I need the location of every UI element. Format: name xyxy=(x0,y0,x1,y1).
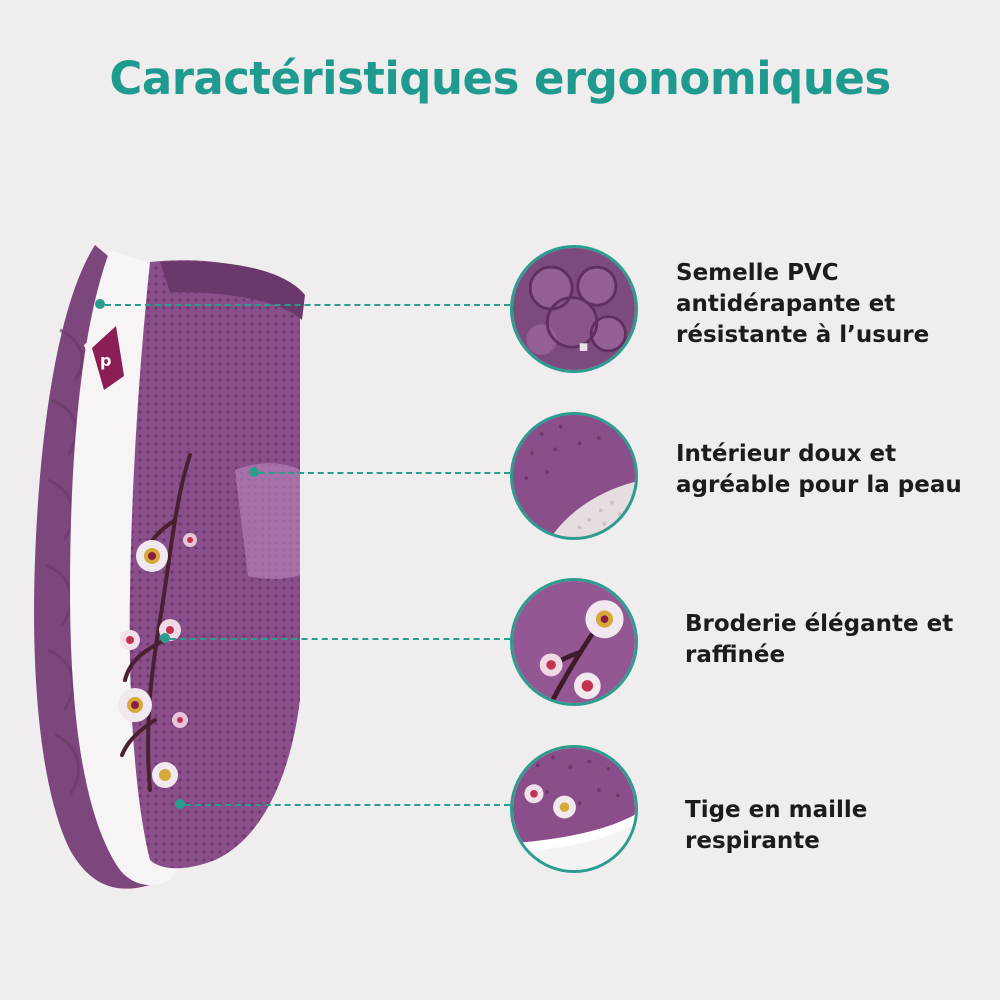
feature-4-marker-dot xyxy=(175,799,185,809)
feature-1-marker-dot xyxy=(95,299,105,309)
feature-4-label: Tige en maille respirante xyxy=(685,797,868,854)
inner-lining-closeup-icon xyxy=(510,412,638,540)
feature-3-connector xyxy=(170,638,510,640)
feature-3-marker-dot xyxy=(160,633,170,643)
page-title: Caractéristiques ergonomiques xyxy=(109,52,891,105)
feature-1-connector xyxy=(105,304,510,306)
feature-3-label: Broderie élégante et raffinée xyxy=(685,611,954,668)
feature-1-label: Semelle PVC antidérapante et résistante … xyxy=(676,260,930,348)
feature-4-connector xyxy=(185,804,510,806)
feature-2-label: Intérieur doux et agréable pour la peau xyxy=(676,441,962,498)
feature-2-connector xyxy=(259,472,510,474)
svg-text:p: p xyxy=(100,351,111,370)
mesh-upper-closeup-icon xyxy=(510,745,638,873)
sole-tread-closeup-icon xyxy=(510,245,638,373)
embroidery-closeup-icon xyxy=(510,578,638,706)
feature-2-marker-dot xyxy=(249,467,259,477)
